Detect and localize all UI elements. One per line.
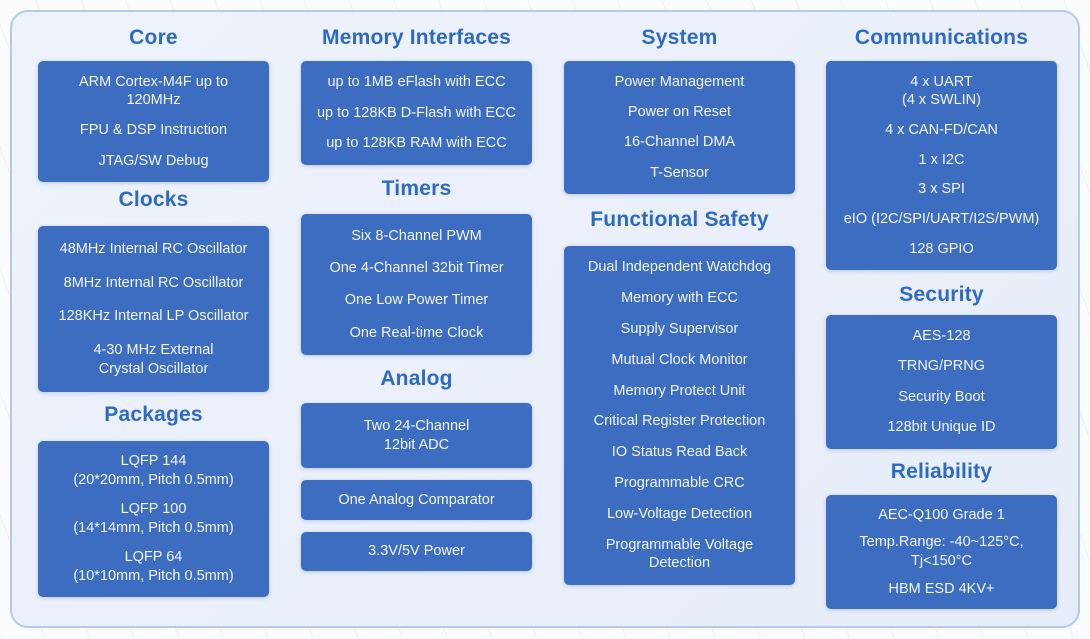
- feature-item: Mutual Clock Monitor: [611, 351, 748, 368]
- feature-item: ARM Cortex-M4F up to 120MHz: [78, 73, 229, 109]
- feature-item: eIO (I2C/SPI/UART/I2S/PWM): [843, 211, 1040, 228]
- feature-item: 48MHz Internal RC Oscillator: [59, 240, 248, 257]
- feature-item: Memory Protect Unit: [613, 382, 746, 399]
- system-box: Power Management Power on Reset 16-Chann…: [564, 61, 795, 194]
- feature-item: One Real-time Clock: [349, 324, 484, 341]
- feature-item: FPU & DSP Instruction: [79, 122, 228, 139]
- section-title-functional-safety: Functional Safety: [590, 208, 769, 231]
- feature-item: 3.3V/5V Power: [368, 543, 465, 560]
- feature-item: Memory with ECC: [621, 289, 738, 306]
- section-title-analog: Analog: [380, 367, 453, 390]
- feature-item: Power Management: [614, 73, 745, 90]
- timers-box: Six 8-Channel PWM One 4-Channel 32bit Ti…: [301, 214, 532, 355]
- section-title-memory-interfaces: Memory Interfaces: [322, 26, 511, 49]
- feature-item: IO Status Read Back: [611, 444, 748, 461]
- section-title-communications: Communications: [854, 26, 1029, 49]
- feature-item: Programmable Voltage Detection: [605, 536, 754, 572]
- feature-item: One Analog Comparator: [338, 491, 495, 508]
- feature-item: TRNG/PRNG: [898, 358, 985, 375]
- feature-item: 16-Channel DMA: [623, 134, 736, 151]
- functional-safety-box: Dual Independent Watchdog Memory with EC…: [564, 246, 795, 585]
- feature-item: 128 GPIO: [909, 240, 974, 257]
- comparator-box: One Analog Comparator: [301, 480, 532, 520]
- communications-box: 4 x UART (4 x SWLIN) 4 x CAN-FD/CAN 1 x …: [826, 61, 1057, 270]
- feature-item: Critical Register Protection: [593, 413, 766, 430]
- feature-item: JTAG/SW Debug: [98, 152, 209, 169]
- feature-item: 1 x I2C: [918, 151, 965, 168]
- feature-item: 3 x SPI: [918, 181, 965, 198]
- feature-item: 128bit Unique ID: [887, 419, 996, 436]
- section-title-timers: Timers: [381, 177, 452, 200]
- feature-item: 128KHz Internal LP Oscillator: [58, 308, 249, 325]
- feature-diagram-panel: Core ARM Cortex-M4F up to 120MHz FPU & D…: [10, 10, 1080, 628]
- feature-item: 4 x UART (4 x SWLIN): [902, 73, 981, 109]
- section-title-packages: Packages: [104, 403, 203, 426]
- feature-item: Dual Independent Watchdog: [587, 259, 772, 276]
- feature-item: up to 128KB D-Flash with ECC: [316, 104, 517, 121]
- section-title-core: Core: [129, 26, 178, 49]
- feature-item: HBM ESD 4KV+: [888, 580, 995, 597]
- clocks-box: 48MHz Internal RC Oscillator 8MHz Intern…: [38, 226, 269, 392]
- feature-item: Low-Voltage Detection: [606, 505, 753, 522]
- feature-item: LQFP 64 (10*10mm, Pitch 0.5mm): [73, 549, 234, 584]
- feature-item: AEC-Q100 Grade 1: [878, 506, 1005, 523]
- feature-item: Supply Supervisor: [620, 320, 739, 337]
- feature-item: 4-30 MHz External Crystal Oscillator: [93, 342, 214, 377]
- power-box: 3.3V/5V Power: [301, 532, 532, 571]
- feature-item: 8MHz Internal RC Oscillator: [63, 274, 244, 291]
- feature-item: AES-128: [912, 327, 971, 344]
- reliability-box: AEC-Q100 Grade 1 Temp.Range: -40~125°C, …: [826, 495, 1057, 609]
- feature-item: 4 x CAN-FD/CAN: [885, 121, 998, 138]
- feature-item: Power on Reset: [627, 104, 732, 121]
- packages-box: LQFP 144 (20*20mm, Pitch 0.5mm) LQFP 100…: [38, 441, 269, 597]
- feature-item: T-Sensor: [650, 164, 709, 181]
- feature-item: Two 24-Channel 12bit ADC: [363, 417, 470, 453]
- feature-item: up to 128KB RAM with ECC: [326, 135, 507, 152]
- section-title-clocks: Clocks: [118, 188, 189, 211]
- feature-item: LQFP 100 (14*14mm, Pitch 0.5mm): [73, 501, 234, 536]
- feature-item: One 4-Channel 32bit Timer: [329, 260, 504, 277]
- feature-item: Six 8-Channel PWM: [351, 227, 482, 244]
- section-title-reliability: Reliability: [890, 460, 993, 483]
- feature-item: up to 1MB eFlash with ECC: [327, 74, 506, 91]
- memory-interfaces-box: up to 1MB eFlash with ECC up to 128KB D-…: [301, 61, 532, 165]
- section-title-system: System: [641, 26, 718, 49]
- section-title-security: Security: [899, 283, 984, 306]
- adc-box: Two 24-Channel 12bit ADC: [301, 403, 532, 468]
- security-box: AES-128 TRNG/PRNG Security Boot 128bit U…: [826, 315, 1057, 449]
- feature-item: Programmable CRC: [614, 475, 745, 492]
- feature-item: Temp.Range: -40~125°C, Tj<150°C: [859, 534, 1024, 569]
- feature-item: LQFP 144 (20*20mm, Pitch 0.5mm): [73, 453, 234, 488]
- feature-item: One Low Power Timer: [344, 292, 489, 309]
- core-box: ARM Cortex-M4F up to 120MHz FPU & DSP In…: [38, 61, 269, 182]
- feature-item: Security Boot: [898, 388, 985, 405]
